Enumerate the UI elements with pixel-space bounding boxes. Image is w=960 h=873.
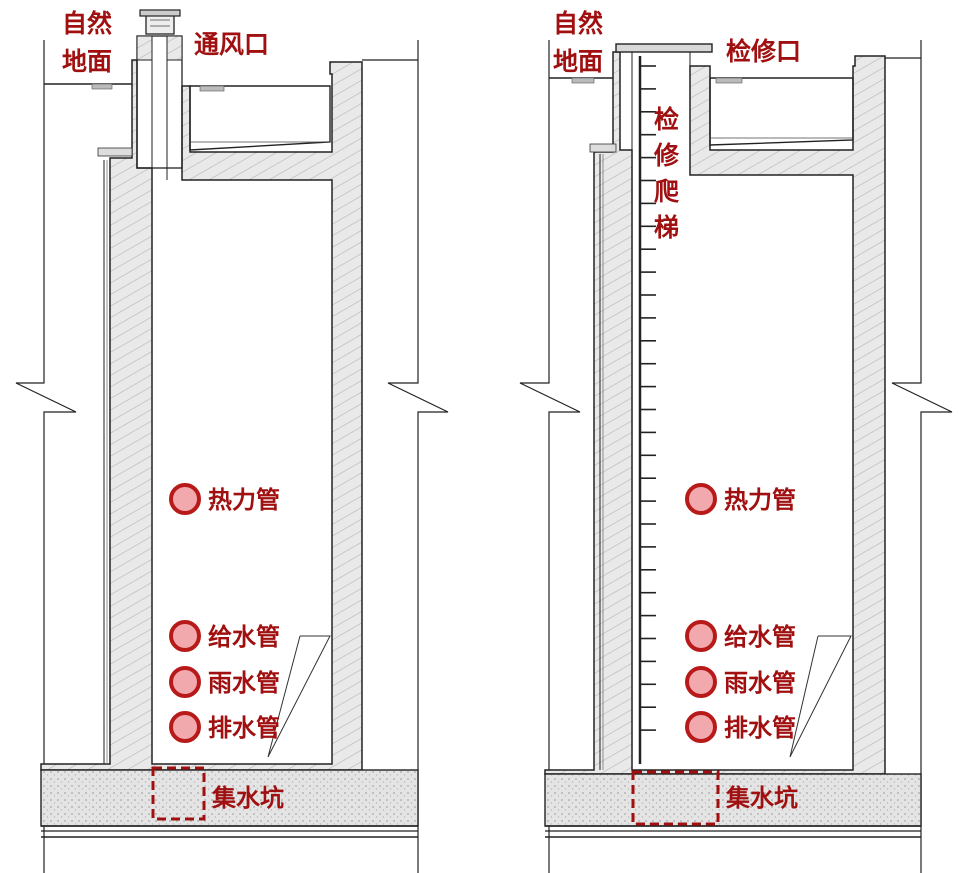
right-pipe-drainage xyxy=(685,711,717,743)
right-soil-boundary-right xyxy=(891,40,953,873)
left-wall-cap xyxy=(97,147,133,157)
maintenance-ladder xyxy=(638,56,656,764)
ladder-label-char-4: 梯 xyxy=(654,213,679,242)
left-soil-boundary-left xyxy=(15,40,77,873)
left-soil-boundary-right xyxy=(387,40,449,873)
vent-collar-right xyxy=(166,35,183,61)
left-section: 自然 地面 通风口 热力管 给水管 雨水管 排水管 集水坑 xyxy=(15,9,449,873)
left-ground-label-1: 自然 xyxy=(62,9,112,38)
ladder-label-char-1: 检 xyxy=(654,105,679,134)
left-pipe-leader xyxy=(267,635,331,758)
right-floor-slab xyxy=(544,773,922,827)
right-concrete-walls xyxy=(544,51,886,775)
left-opening-label: 通风口 xyxy=(194,30,269,59)
right-roof-curb xyxy=(715,77,743,84)
left-pipe-label-rainwater: 雨水管 xyxy=(208,669,280,697)
left-pipe-heating xyxy=(169,483,201,515)
right-ground-label-1: 自然 xyxy=(553,9,603,38)
left-ground-label-2: 地面 xyxy=(62,47,112,76)
right-curb xyxy=(571,77,595,84)
left-concrete-walls xyxy=(40,59,363,771)
ladder-label-char-2: 修 xyxy=(653,141,680,170)
right-pipe-heating xyxy=(685,483,717,515)
left-floor-slab xyxy=(40,769,419,827)
vent-collar-left xyxy=(136,35,153,61)
right-sump-label: 集水坑 xyxy=(725,784,798,812)
ladder-label-char-3: 爬 xyxy=(654,177,680,206)
left-pipe-label-drainage: 排水管 xyxy=(208,714,280,742)
right-pipe-rainwater xyxy=(685,666,717,698)
left-pipe-drainage xyxy=(169,711,201,743)
right-pipe-label-water-supply: 给水管 xyxy=(724,623,796,651)
vent-shaft xyxy=(136,35,183,169)
left-sump-pit xyxy=(151,766,206,821)
right-opening-label: 检修口 xyxy=(726,37,801,66)
right-roof-recess xyxy=(709,77,854,146)
right-pipe-leader xyxy=(789,635,852,758)
left-pipe-label-water-supply: 给水管 xyxy=(208,623,280,651)
left-roof-curb xyxy=(199,85,225,92)
left-pipe-rainwater xyxy=(169,666,201,698)
right-pipe-label-rainwater: 雨水管 xyxy=(724,669,796,697)
right-section: 自然 地面 检修口 检 修 爬 梯 热力管 给水管 雨水管 排水管 集水坑 xyxy=(519,9,953,873)
left-roof-recess xyxy=(189,85,331,151)
left-pipe-label-heating: 热力管 xyxy=(208,486,280,514)
left-pipe-water-supply xyxy=(169,620,201,652)
right-pipe-label-heating: 热力管 xyxy=(724,486,796,514)
left-curb xyxy=(91,83,113,90)
left-sump-label: 集水坑 xyxy=(211,784,284,812)
right-sump-pit xyxy=(631,770,720,826)
right-pipe-label-drainage: 排水管 xyxy=(724,714,796,742)
right-ground-label-2: 地面 xyxy=(553,47,603,76)
ladder-rungs xyxy=(640,65,656,731)
manhole-cover xyxy=(615,43,713,53)
vent-cap xyxy=(145,13,175,35)
vent-cap-top xyxy=(139,9,181,17)
right-wall-cap xyxy=(589,143,617,153)
right-soil-boundary-left xyxy=(519,40,581,873)
right-pipe-water-supply xyxy=(685,620,717,652)
